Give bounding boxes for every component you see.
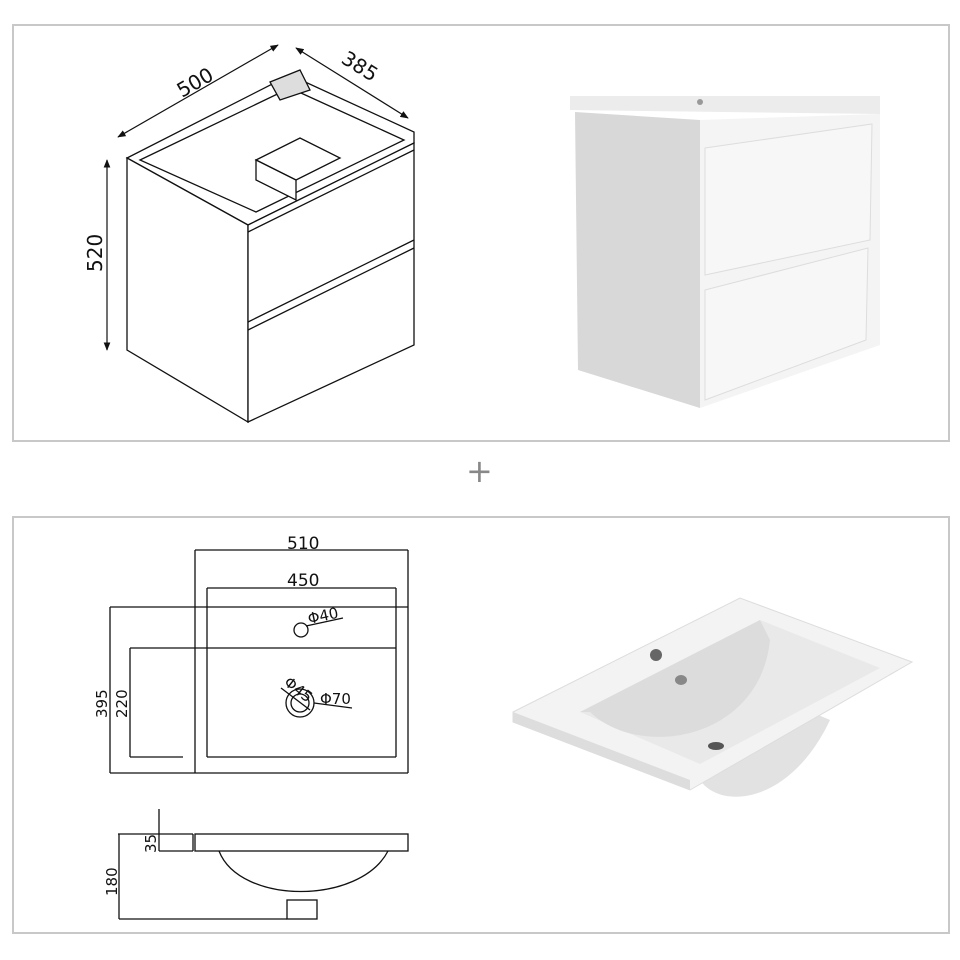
cabinet-dimensions xyxy=(103,44,409,351)
rim-height-label: 35 xyxy=(142,834,160,853)
plus-separator: + xyxy=(466,452,493,490)
basin-side-view xyxy=(118,809,409,920)
drain-outer-label: Φ70 xyxy=(320,690,351,708)
basin-top-view xyxy=(109,549,409,774)
cabinet-depth-label: 385 xyxy=(337,46,382,87)
basin-render xyxy=(512,597,914,797)
basin-inner-width-label: 450 xyxy=(287,571,319,591)
cabinet-width-label: 500 xyxy=(173,62,218,102)
basin-panel xyxy=(12,516,950,934)
basin-depth-label: 395 xyxy=(93,689,111,718)
total-height-label: 180 xyxy=(103,867,121,896)
bowl-depth-label: 220 xyxy=(113,689,131,718)
basin-outer-width-label: 510 xyxy=(287,534,319,554)
cabinet-panel xyxy=(12,24,950,442)
cabinet-height-label: 520 xyxy=(83,234,107,272)
cabinet-render xyxy=(570,96,880,408)
cabinet-line-drawing xyxy=(125,69,415,424)
